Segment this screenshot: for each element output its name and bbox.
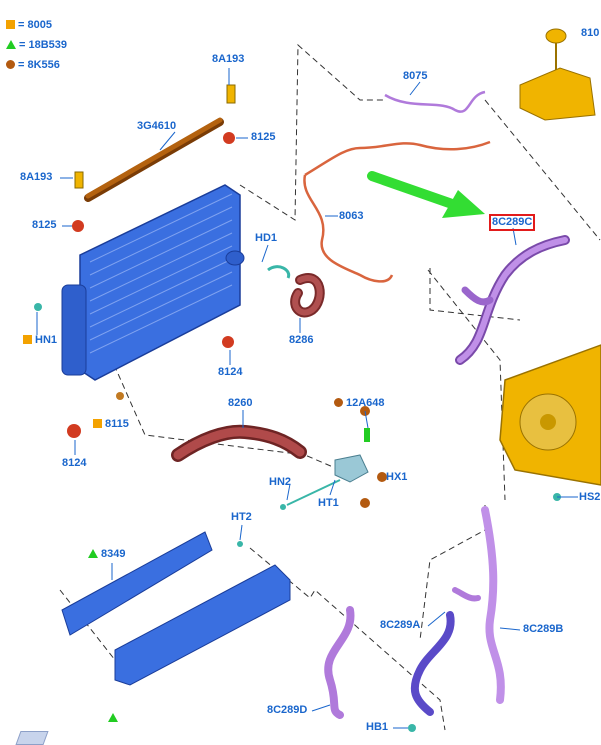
part-label-hn1[interactable]: HN1 [23, 334, 57, 347]
part-label-8125-left[interactable]: 8125 [32, 219, 57, 231]
legend-code: 8K556 [27, 59, 60, 71]
part-label-ht2[interactable]: HT2 [231, 511, 252, 523]
hose-8c289c [455, 235, 570, 365]
legend-item-8005: = 8005 [6, 19, 52, 32]
lower-hoses [324, 506, 505, 719]
part-label-8100[interactable]: 810 [581, 27, 600, 39]
part-label-8063[interactable]: 8063 [339, 210, 364, 222]
part-label-8075[interactable]: 8075 [403, 70, 428, 82]
legend-code: 8005 [27, 19, 52, 31]
triangle-symbol-icon [88, 549, 98, 558]
hose-8260 [171, 424, 307, 462]
legend-code: 18B539 [28, 39, 68, 51]
highlight-arrow [367, 171, 485, 218]
hose-8075 [384, 90, 486, 113]
circle-symbol-icon [334, 398, 343, 407]
thermostat-housing [286, 428, 370, 506]
part-label-ht1[interactable]: HT1 [318, 497, 339, 509]
hose-8286 [267, 265, 325, 318]
corner-tab [15, 731, 49, 745]
square-symbol-icon [6, 20, 15, 29]
radiator-main [61, 184, 245, 381]
part-label-hd1[interactable]: HD1 [255, 232, 278, 244]
fan-shroud [499, 344, 601, 486]
square-symbol-icon [93, 419, 102, 428]
part-label-hx1[interactable]: HX1 [386, 471, 408, 483]
legend-item-18b539: = 18B539 [6, 39, 67, 52]
part-label-8124-mid[interactable]: 8124 [218, 366, 243, 378]
part-label-8c289d[interactable]: 8C289D [267, 704, 308, 716]
legend-item-8k556: = 8K556 [6, 59, 60, 72]
part-label-8349[interactable]: 8349 [88, 548, 125, 561]
circle-symbol-icon [6, 60, 15, 69]
part-label-hs2[interactable]: HS2 [579, 491, 601, 503]
part-label-hn2[interactable]: HN2 [269, 476, 292, 488]
part-label-8a193-left[interactable]: 8A193 [20, 171, 53, 183]
square-symbol-icon [23, 335, 32, 344]
rod-3g4610 [84, 117, 224, 202]
triangle-marker-icon [108, 713, 118, 722]
part-label-8125-top[interactable]: 8125 [251, 131, 276, 143]
radiator-8349 [61, 531, 213, 636]
part-label-8260[interactable]: 8260 [228, 397, 253, 409]
part-label-8c289a[interactable]: 8C289A [380, 619, 421, 631]
part-label-8c289b[interactable]: 8C289B [523, 623, 564, 635]
part-label-8124-bottom[interactable]: 8124 [62, 457, 87, 469]
fasteners [34, 84, 561, 732]
reservoir-8100 [519, 28, 596, 121]
condenser [114, 564, 291, 686]
part-label-hb1[interactable]: HB1 [366, 721, 389, 733]
label-leaders [36, 68, 578, 729]
part-label-3g4610[interactable]: 3G4610 [137, 120, 177, 132]
part-label-8286[interactable]: 8286 [289, 334, 314, 346]
triangle-symbol-icon [6, 40, 16, 49]
part-label-12a648[interactable]: 12A648 [334, 397, 385, 410]
hose-8063 [303, 140, 491, 283]
part-label-8115[interactable]: 8115 [93, 418, 129, 431]
part-label-8a193-top[interactable]: 8A193 [212, 53, 245, 65]
part-label-8c289c-highlighted[interactable]: 8C289C [489, 214, 536, 231]
